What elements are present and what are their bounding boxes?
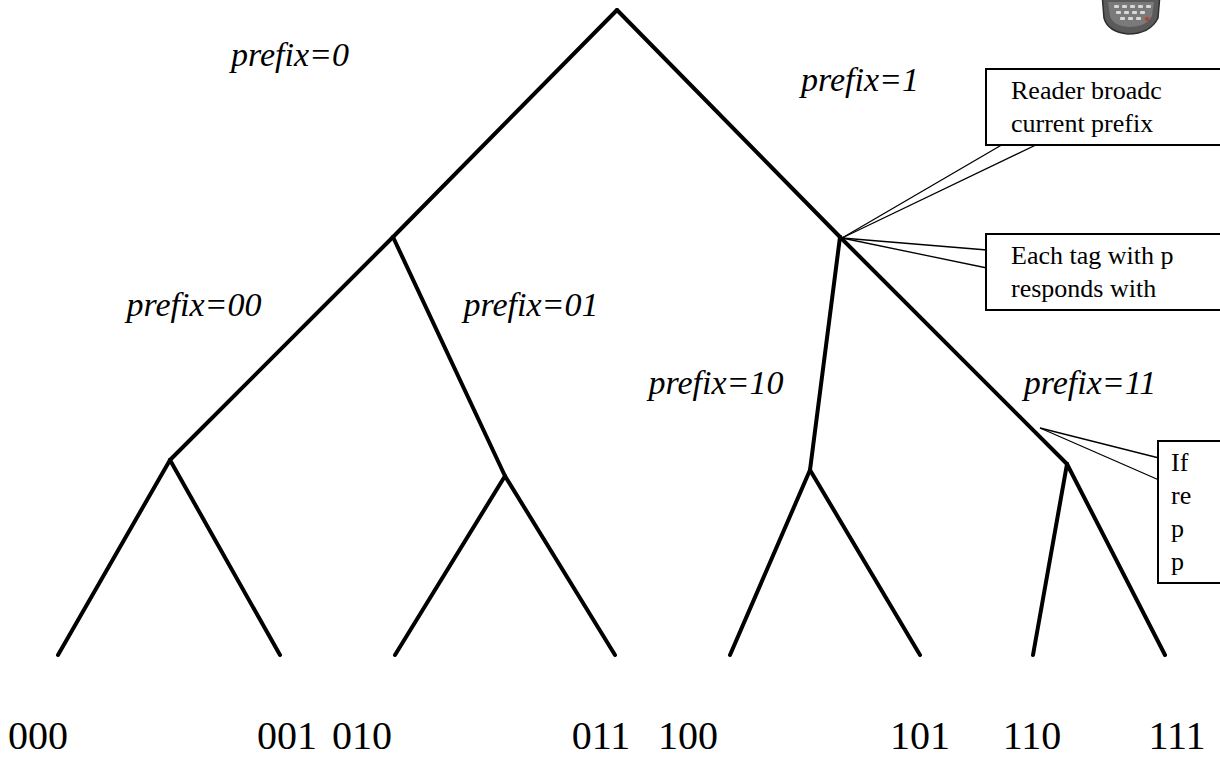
leader-line xyxy=(842,143,1005,238)
leader-line xyxy=(842,143,1040,238)
tag-id: 101 xyxy=(890,714,950,758)
tree-branch xyxy=(1033,464,1067,655)
tag-id: 010 xyxy=(332,714,392,758)
tag-id: 001 xyxy=(257,714,317,758)
leader-line xyxy=(1040,428,1159,480)
tree-branch xyxy=(810,470,920,655)
leader-line xyxy=(842,238,987,250)
tree-branch xyxy=(393,10,617,237)
tree-branch xyxy=(170,460,280,655)
tree-branch xyxy=(1067,464,1165,655)
callout-box: If re p p xyxy=(1157,440,1220,584)
prefix-label: prefix=00 xyxy=(127,286,262,323)
tag-id: 100 xyxy=(658,714,718,758)
tag-id: 111 xyxy=(1148,714,1205,758)
tree-branch xyxy=(395,476,505,655)
tree-branch xyxy=(810,237,840,470)
leader-line xyxy=(842,238,987,268)
tree-branch xyxy=(58,460,170,655)
reader-keypad xyxy=(1108,2,1154,27)
tag-id: 000 xyxy=(8,714,68,758)
prefix-label: prefix=10 xyxy=(649,364,784,401)
prefix-label: prefix=1 xyxy=(801,61,919,98)
prefix-label: prefix=11 xyxy=(1024,364,1156,401)
callout-box: Reader broadc current prefix xyxy=(985,68,1220,146)
tag-id: 011 xyxy=(572,714,631,758)
callout-text: Reader broadc current prefix xyxy=(1011,74,1181,140)
tree-branch xyxy=(393,237,505,476)
reader-keys xyxy=(1114,5,1151,20)
leader-lines xyxy=(842,143,1159,480)
callout-box: Each tag with p responds with xyxy=(985,233,1220,311)
tag-id: 110 xyxy=(1003,714,1062,758)
tree-branch xyxy=(730,470,810,655)
reader-icon xyxy=(1102,0,1160,34)
callout-text: Each tag with p responds with xyxy=(1011,239,1196,305)
tree-branch xyxy=(505,476,615,655)
callout-text: If re p p xyxy=(1171,446,1197,578)
tree-branch xyxy=(617,10,840,237)
prefix-label: prefix=01 xyxy=(464,286,599,323)
tree-branch xyxy=(170,237,393,460)
prefix-label: prefix=0 xyxy=(231,36,349,73)
reader-body xyxy=(1102,0,1160,34)
